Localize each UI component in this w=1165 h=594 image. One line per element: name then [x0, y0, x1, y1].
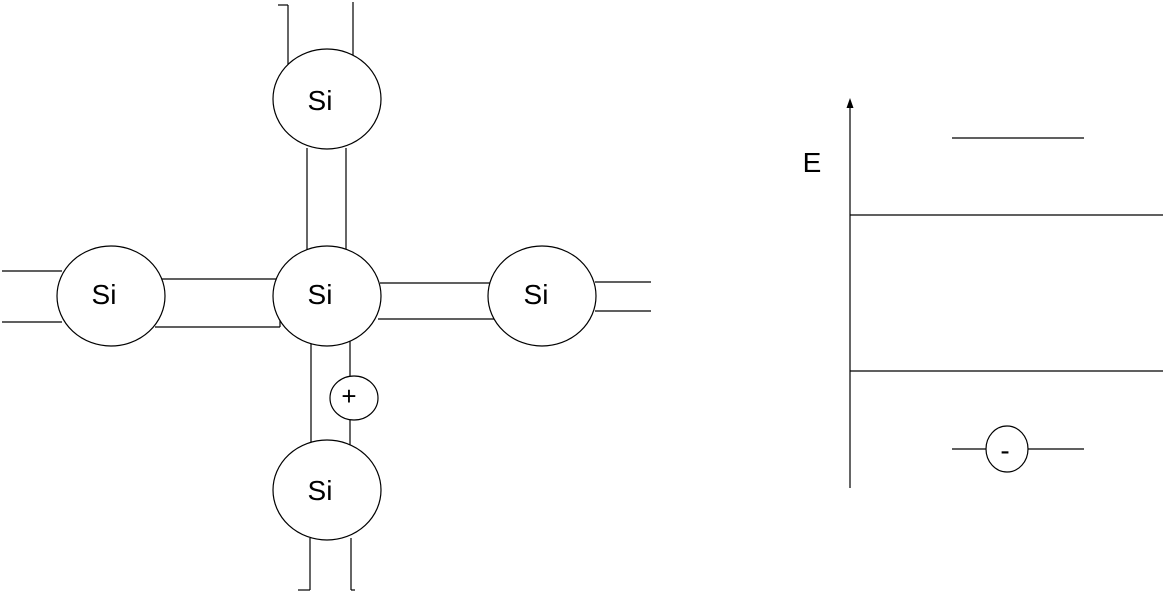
bond-top-center: [306, 148, 347, 255]
si-atom-top-label: Si: [308, 85, 333, 116]
si-atom-left-label: Si: [92, 279, 117, 310]
energy-axis-arrowhead: [846, 98, 854, 108]
si-atom-top: Si: [272, 48, 382, 150]
bond-left-center: [155, 278, 281, 328]
si-atom-center: Si: [272, 245, 382, 347]
energy-axis-label: E: [803, 147, 822, 178]
bond-center-right: [378, 282, 495, 320]
acceptor-level-with-electron: -: [952, 425, 1084, 473]
si-atom-bottom-label: Si: [308, 475, 333, 506]
silicon-lattice: Si Si Si Si Si +: [2, 2, 651, 591]
energy-axis: [846, 98, 854, 488]
hole-symbol: +: [341, 381, 356, 411]
bond-left-outer: [2, 270, 62, 323]
si-atom-right-label: Si: [524, 279, 549, 310]
si-atom-left: Si: [56, 245, 166, 347]
bond-bottom-lower: [298, 538, 355, 591]
si-atom-center-label: Si: [308, 279, 333, 310]
si-atom-bottom: Si: [272, 439, 382, 541]
bond-right-outer: [595, 281, 651, 312]
si-atom-right: Si: [487, 245, 597, 347]
hole: +: [329, 375, 379, 421]
energy-band-diagram: E -: [803, 98, 1163, 488]
electron-symbol: -: [1000, 435, 1009, 466]
